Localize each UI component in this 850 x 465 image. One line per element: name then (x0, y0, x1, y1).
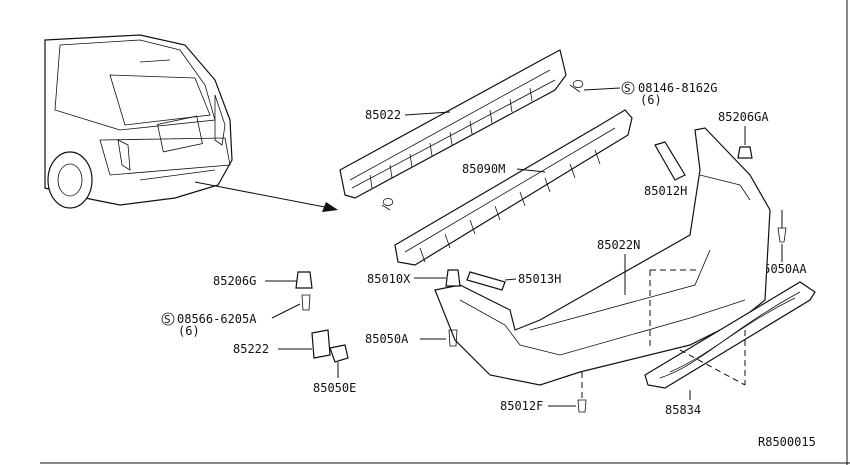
part-85090M-absorber (394, 109, 633, 266)
part-85834-step-pad (644, 281, 816, 389)
drawing-number: R8500015 (758, 435, 816, 449)
label-08146-qty: (6) (640, 93, 662, 107)
label-85022N: 85022N (597, 238, 640, 252)
label-85090M: 85090M (462, 162, 505, 176)
label-08146-8162G: 08146-8162G (638, 81, 717, 95)
clip-icon (295, 271, 313, 289)
arrow-line (194, 181, 331, 209)
label-85012H: 85012H (644, 184, 687, 198)
label-85050E: 85050E (313, 381, 356, 395)
clip-icon (329, 344, 349, 363)
screw-symbol-icon (161, 312, 175, 326)
label-08566-6205A: 08566-6205A (177, 312, 257, 326)
bolt-icon (777, 227, 787, 243)
clip-icon (445, 269, 461, 287)
label-85012F: 85012F (500, 399, 543, 413)
part-85013H-bracket (466, 271, 506, 291)
label-85013H: 85013H (518, 272, 561, 286)
label-85834: 85834 (665, 403, 701, 417)
bolt-icon (381, 198, 394, 211)
label-85050AA: 85050AA (756, 262, 807, 276)
bolt-icon (577, 399, 587, 413)
bolt-icon (448, 329, 458, 347)
label-08566-qty: (6) (178, 324, 200, 338)
part-85012H-bracket (654, 141, 686, 181)
vehicle-illustration (44, 34, 233, 209)
part-85022-reinforcement (339, 49, 567, 199)
label-85206GA: 85206GA (718, 110, 769, 124)
clip-icon (737, 146, 753, 159)
screw-symbol-letter: S (164, 313, 171, 326)
screw-symbol-icon (621, 81, 635, 95)
label-85050A: 85050A (365, 332, 409, 346)
label-85222: 85222 (233, 342, 269, 356)
part-85222-retainer (311, 329, 331, 359)
bolt-icon (569, 80, 584, 93)
label-85022: 85022 (365, 108, 401, 122)
label-85206G: 85206G (213, 274, 256, 288)
part-85022N-fascia (434, 127, 771, 386)
arrow-head-icon (322, 202, 338, 212)
bolt-icon (301, 294, 311, 311)
screw-symbol-letter: S (624, 82, 631, 95)
label-85010X: 85010X (367, 272, 411, 286)
